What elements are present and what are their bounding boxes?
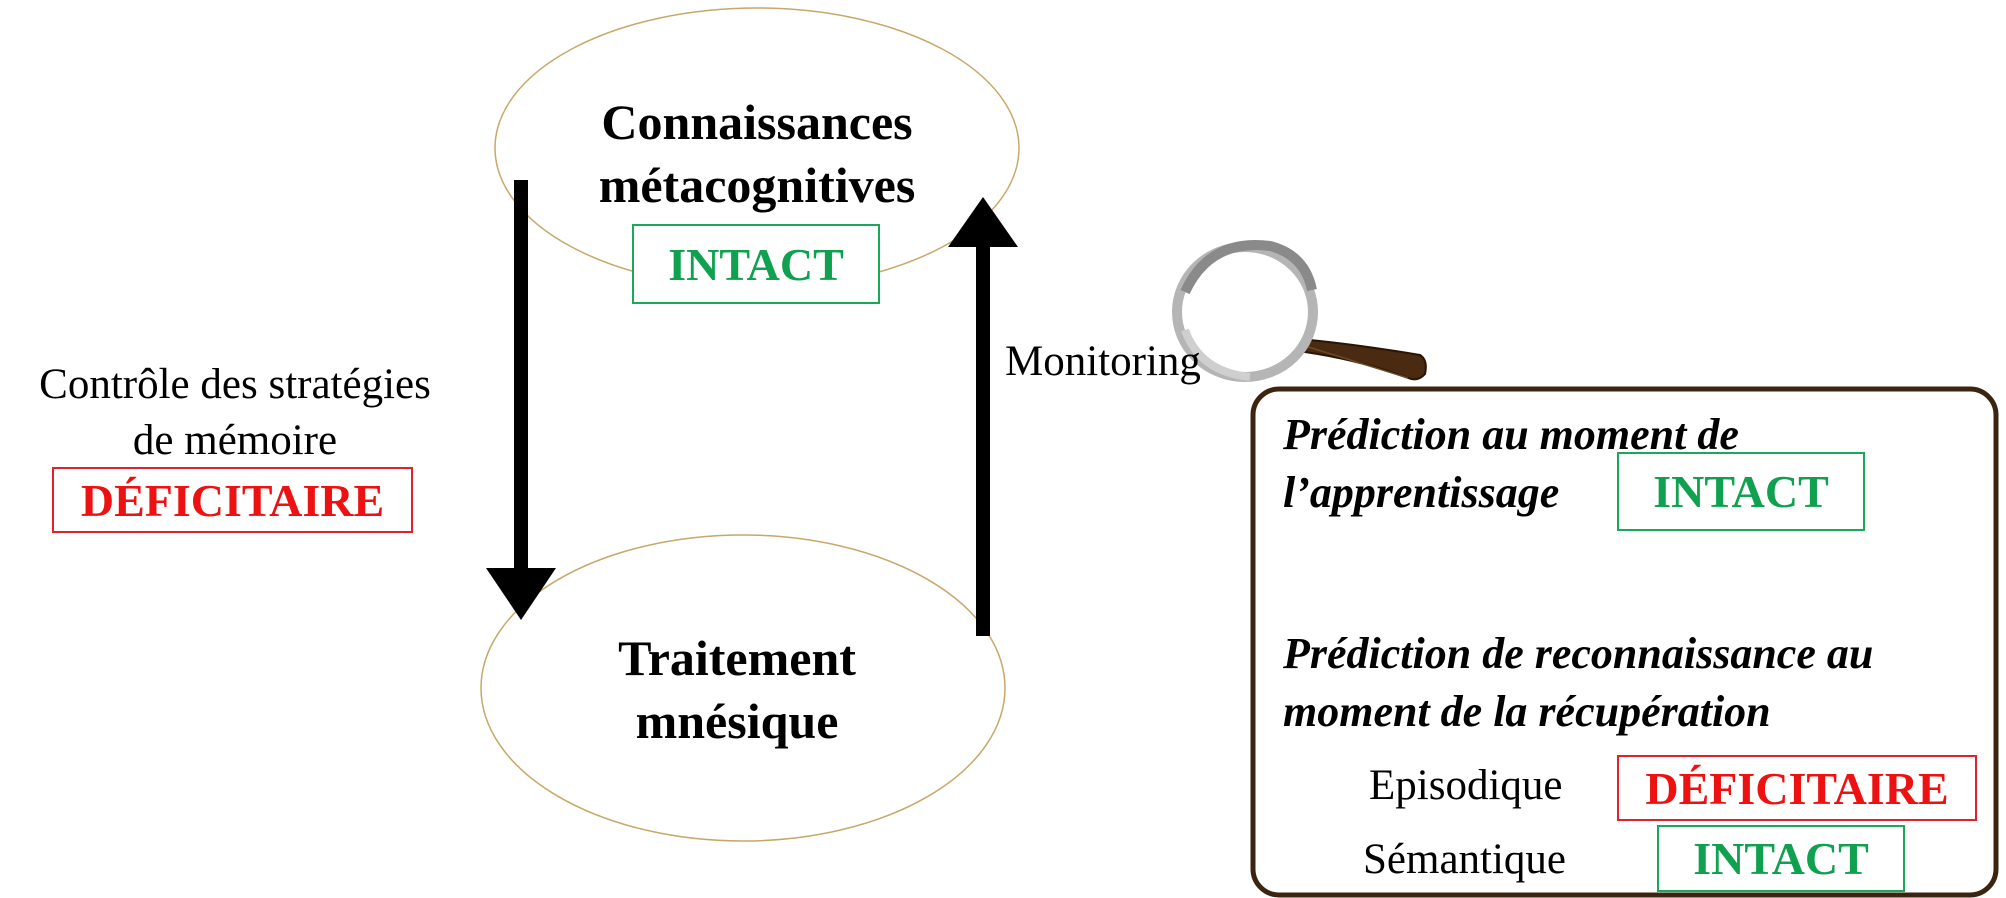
top-node-status-badge: INTACT xyxy=(632,224,880,304)
magnifying-glass-icon xyxy=(1172,240,1427,382)
bottom-node-line1: Traitement xyxy=(618,630,856,686)
episodic-label: Episodique xyxy=(1369,762,1563,809)
control-line1: Contrôle des stratégies xyxy=(39,361,431,408)
semantic-label: Sémantique xyxy=(1363,836,1567,883)
bottom-node-title: Traitement mnésique xyxy=(537,627,937,753)
monitoring-label: Monitoring xyxy=(1005,338,1201,385)
control-status-badge: DÉFICITAIRE xyxy=(52,467,413,533)
learning-line1: Prédiction au moment de xyxy=(1283,410,1739,459)
retrieval-line1: Prédiction de reconnaissance au xyxy=(1283,629,1874,678)
monitoring-arrow xyxy=(948,197,1018,636)
top-node-line1: Connaissances xyxy=(601,94,913,150)
episodic-status-badge: DÉFICITAIRE xyxy=(1617,755,1977,821)
learning-line2: l’apprentissage xyxy=(1283,468,1560,517)
top-node-title: Connaissances métacognitives xyxy=(557,91,957,217)
retrieval-line2: moment de la récupération xyxy=(1283,687,1771,736)
learning-status-badge: INTACT xyxy=(1617,452,1865,531)
retrieval-prediction-title: Prédiction de reconnaissance au moment d… xyxy=(1283,625,1873,741)
bottom-ellipse xyxy=(480,534,1006,842)
semantic-status-badge: INTACT xyxy=(1657,825,1905,892)
control-arrow xyxy=(486,180,556,620)
control-label: Contrôle des stratégies de mémoire xyxy=(0,357,470,469)
control-line2: de mémoire xyxy=(132,417,338,464)
top-node-line2: métacognitives xyxy=(598,157,916,213)
learning-prediction-title: Prédiction au moment de l’apprentissage xyxy=(1283,406,1739,522)
bottom-node-line2: mnésique xyxy=(635,693,839,749)
